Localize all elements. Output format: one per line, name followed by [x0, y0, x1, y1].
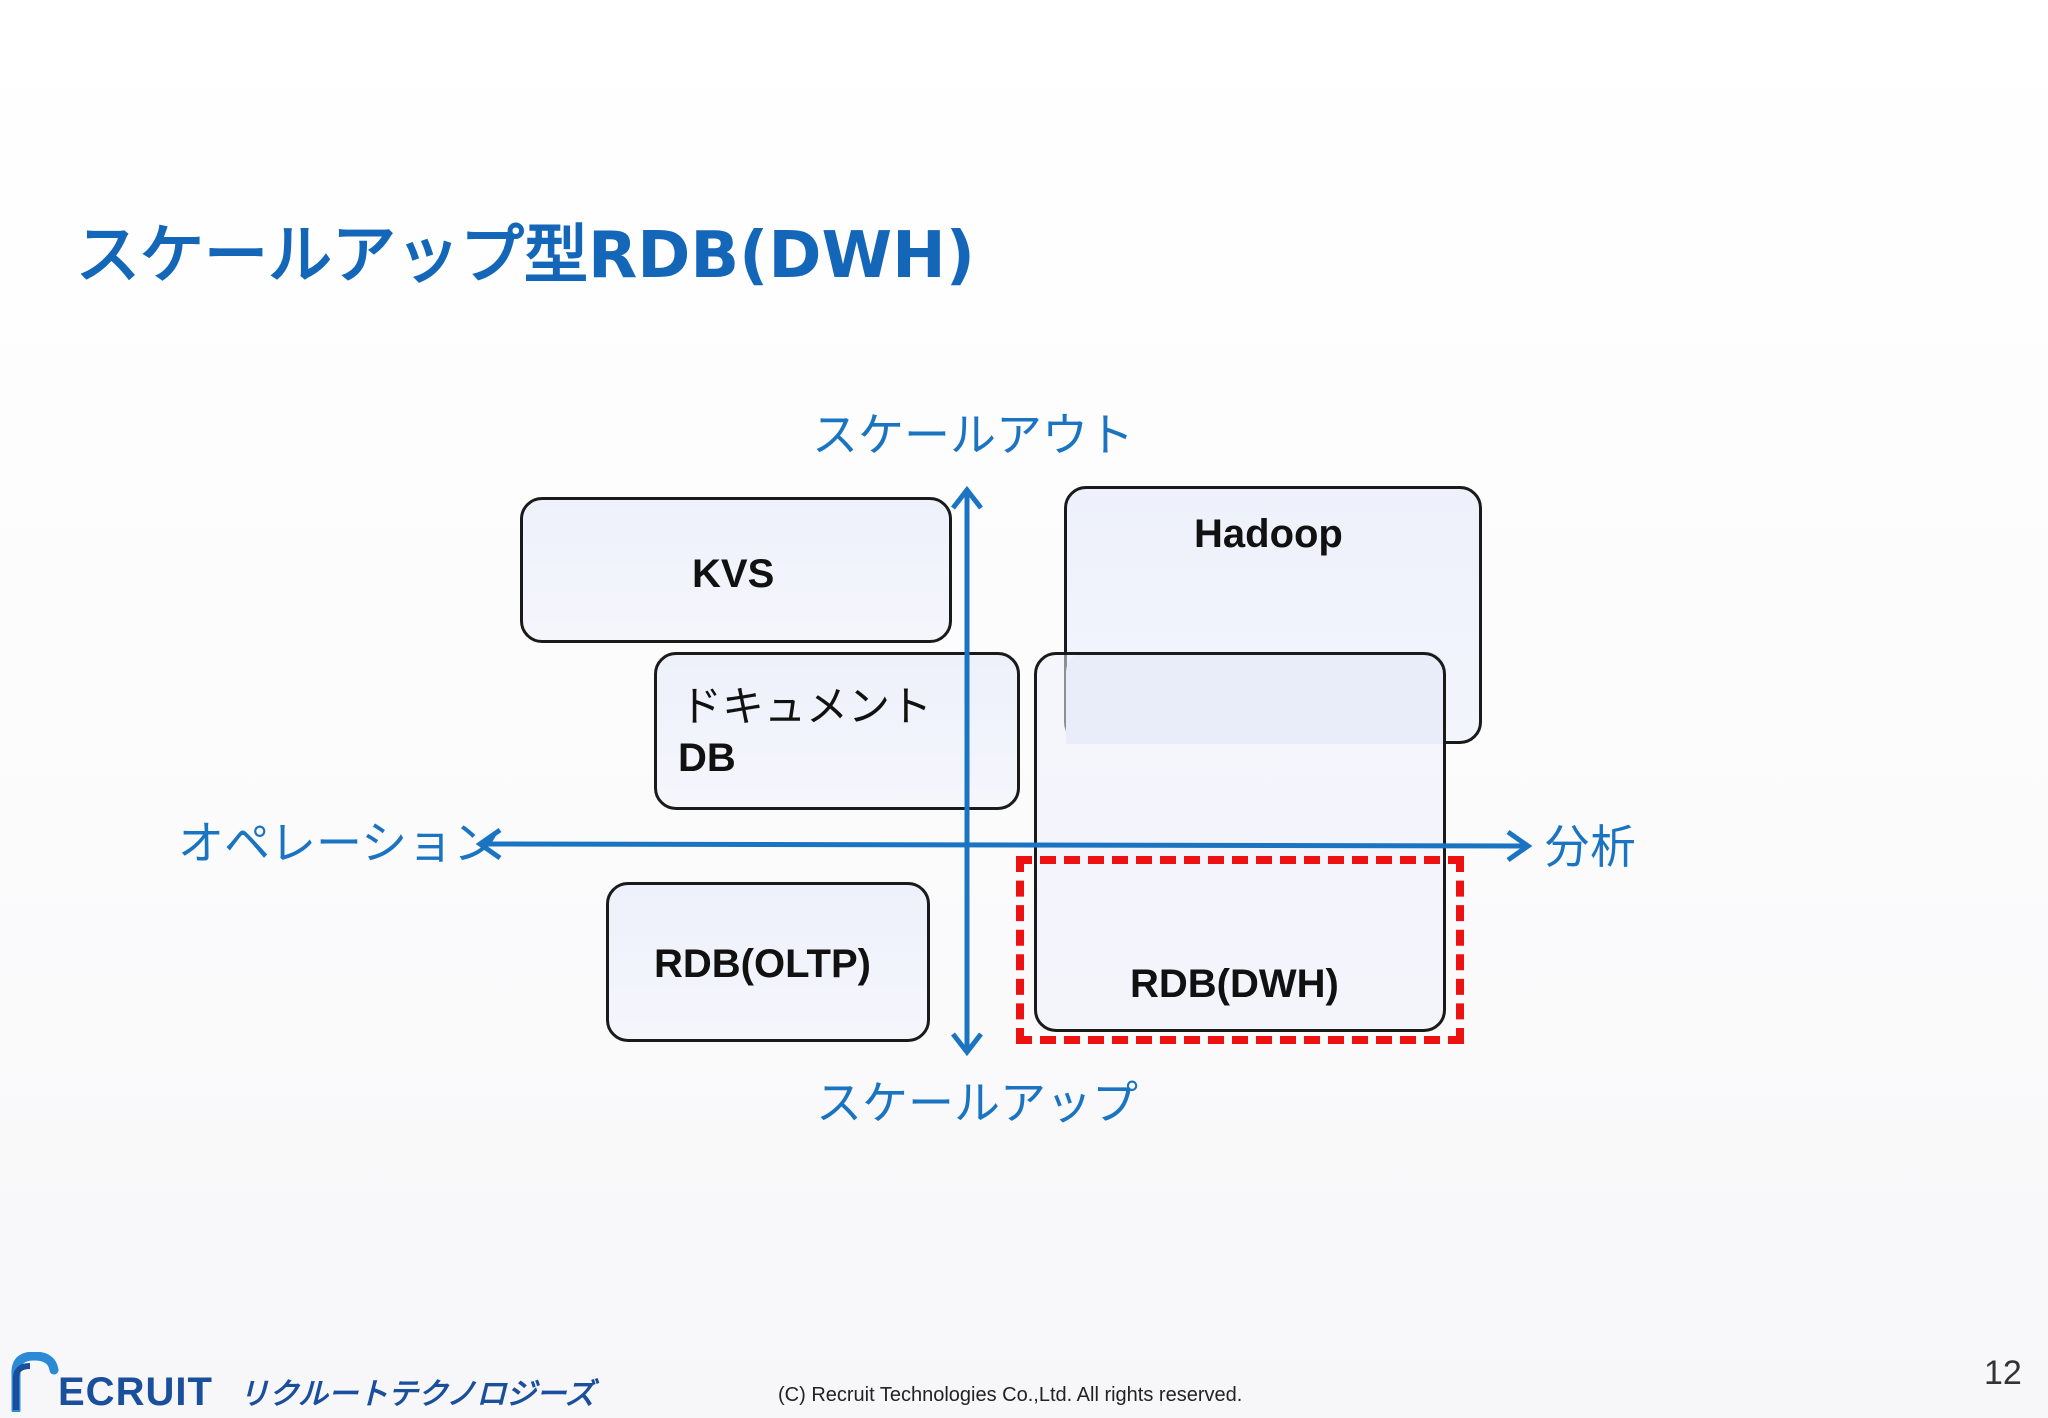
recruit-logo: ECRUIT リクルートテクノロジーズ [8, 1352, 595, 1412]
axis-label-analysis: 分析 [1544, 820, 1636, 874]
copyright-notice: (C) Recruit Technologies Co.,Ltd. All ri… [778, 1384, 1243, 1406]
slide-title: スケールアップ型RDB(DWH) [76, 219, 975, 293]
recruit-logo-mark-icon [11, 1352, 59, 1412]
rdb-dwh-label: RDB(DWH) [1130, 962, 1339, 1006]
axis-label-scale-out: スケールアウト [812, 408, 1134, 462]
highlight-dwh-region [1016, 856, 1464, 1044]
axis-label-operation: オペレーション [178, 816, 500, 870]
page-number: 12 [1984, 1354, 2022, 1392]
rdb-oltp-box [606, 882, 930, 1042]
kvs-label: KVS [692, 552, 775, 596]
kvs-box [520, 497, 952, 643]
logo-subtext: リクルートテクノロジーズ [238, 1377, 595, 1412]
rdb-oltp-label: RDB(OLTP) [654, 942, 871, 986]
logo-wordmark: ECRUIT [58, 1370, 213, 1414]
document-db-label-line1: ドキュメント [680, 682, 933, 731]
axis-label-scale-up: スケールアップ [816, 1076, 1138, 1130]
hadoop-label: Hadoop [1194, 512, 1343, 556]
document-db-label-line2: DB [678, 736, 736, 780]
document-db-box [654, 652, 1020, 810]
